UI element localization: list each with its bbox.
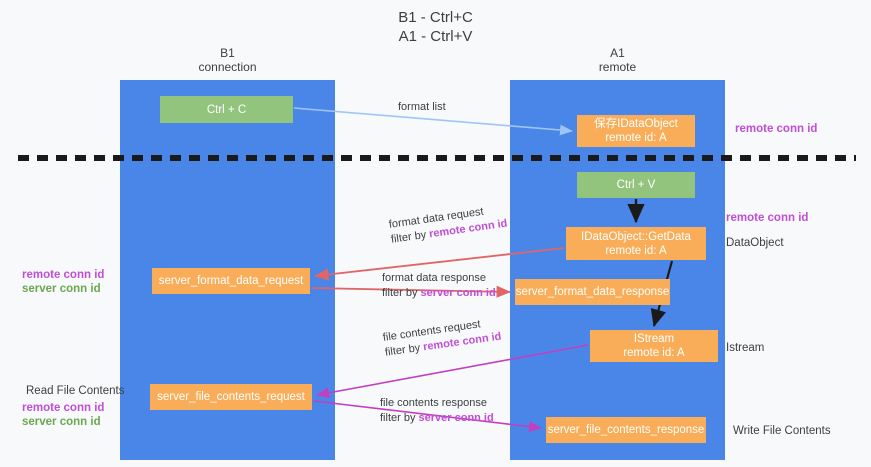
annotation-read-file-contents: Read File Contents <box>26 385 125 397</box>
edge-label-format-data-response-line2: filter by server conn id <box>382 286 496 301</box>
swimlane-header-a1: A1 remote <box>510 46 725 74</box>
node-ctrl-c[interactable]: Ctrl + C <box>160 96 293 123</box>
annotation-remote-conn-id-top: remote conn id <box>735 123 818 135</box>
annotation-write-file-contents: Write File Contents <box>733 425 831 437</box>
edge-label-format-data-response-key: server conn id <box>420 287 496 299</box>
swimlane-b1-role: connection <box>198 60 257 74</box>
node-save-idataobject[interactable]: 保存IDataObject remote id: A <box>577 115 695 147</box>
node-server-format-data-response[interactable]: server_format_data_response <box>515 279 670 305</box>
node-save-idataobject-subtitle: remote id: A <box>605 132 667 144</box>
edge-label-format-data-request: format data request filter by remote con… <box>388 202 508 248</box>
node-istream[interactable]: IStream remote id: A <box>590 330 718 362</box>
node-idataobject-getdata-title: IDataObject::GetData <box>581 230 691 243</box>
edge-label-format-data-response-prefix: filter by <box>382 287 421 299</box>
edge-label-file-contents-response-key: server conn id <box>418 412 494 424</box>
node-server-file-contents-request[interactable]: server_file_contents_request <box>150 384 312 410</box>
edge-label-file-contents-response-line2: filter by server conn id <box>380 411 494 426</box>
node-idataobject-getdata-subtitle: remote id: A <box>605 244 667 257</box>
node-server-format-data-request-label: server_format_data_request <box>158 275 304 287</box>
node-server-format-data-request[interactable]: server_format_data_request <box>152 268 310 294</box>
edge-label-format-data-response-line1: format data response <box>382 272 486 284</box>
page-title: B1 - Ctrl+C A1 - Ctrl+V <box>0 8 871 46</box>
edge-label-format-data-response: format data response filter by server co… <box>382 271 496 301</box>
phase-divider <box>18 155 856 161</box>
annotation-left-conn-ids-middle: remote conn id server conn id <box>22 268 104 296</box>
title-line-2: A1 - Ctrl+V <box>398 28 473 45</box>
node-server-file-contents-response[interactable]: server_file_contents_response <box>546 417 706 443</box>
edge-label-file-contents-request: file contents request filter by remote c… <box>382 315 502 361</box>
annotation-left-server-conn-id-2: server conn id <box>22 416 101 428</box>
node-ctrl-v[interactable]: Ctrl + V <box>577 172 695 198</box>
node-ctrl-c-label: Ctrl + C <box>206 103 247 116</box>
annotation-left-conn-ids-bottom: remote conn id server conn id <box>22 401 104 429</box>
edge-label-format-data-request-prefix: filter by <box>390 228 431 246</box>
swimlane-a1-name: A1 <box>610 46 625 60</box>
node-server-file-contents-request-label: server_file_contents_request <box>157 391 305 403</box>
swimlane-b1-name: B1 <box>220 46 235 60</box>
edge-label-file-contents-response-line1: file contents response <box>380 397 488 409</box>
node-ctrl-v-label: Ctrl + V <box>616 179 656 191</box>
edge-label-format-list: format list <box>398 100 446 115</box>
edge-label-format-list-text: format list <box>398 101 446 113</box>
node-save-idataobject-title: 保存IDataObject <box>594 118 678 130</box>
node-idataobject-getdata[interactable]: IDataObject::GetData remote id: A <box>566 227 706 260</box>
annotation-remote-conn-id-mid: remote conn id <box>726 212 809 224</box>
edge-label-file-contents-request-prefix: filter by <box>384 341 425 359</box>
edge-label-file-contents-response-prefix: filter by <box>380 412 419 424</box>
annotation-left-server-conn-id: server conn id <box>22 283 101 295</box>
annotation-left-remote-conn-id: remote conn id <box>22 269 105 281</box>
annotation-dataobject: DataObject <box>726 237 784 249</box>
annotation-istream: Istream <box>726 342 765 354</box>
node-server-file-contents-response-label: server_file_contents_response <box>547 424 705 436</box>
annotation-left-remote-conn-id-2: remote conn id <box>22 402 105 414</box>
title-line-1: B1 - Ctrl+C <box>398 9 473 26</box>
swimlane-header-b1: B1 connection <box>120 46 335 74</box>
node-istream-title: IStream <box>633 333 675 345</box>
edge-label-file-contents-response: file contents response filter by server … <box>380 396 494 426</box>
swimlane-a1-role: remote <box>598 60 637 74</box>
node-istream-subtitle: remote id: A <box>623 347 685 359</box>
node-server-format-data-response-label: server_format_data_response <box>515 286 670 298</box>
